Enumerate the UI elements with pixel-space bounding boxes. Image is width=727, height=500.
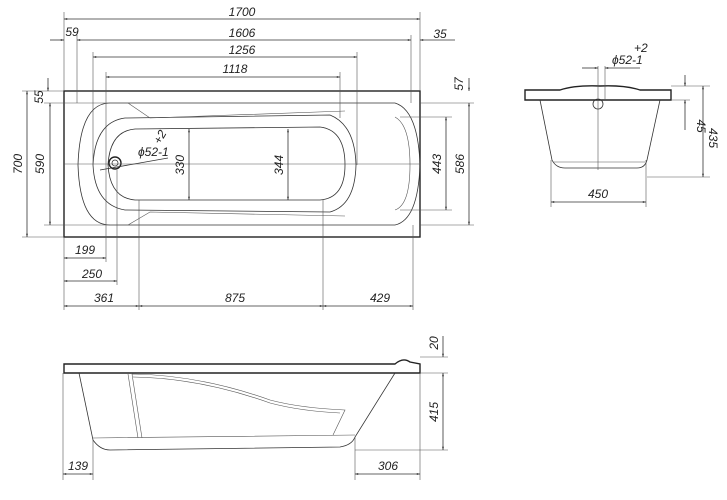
side-body [78,372,396,451]
end-flange [524,85,672,101]
dim-1256: 1256 [229,43,256,57]
side-armrest [92,373,356,439]
tub-floor [107,126,346,201]
dim-57: 57 [452,76,466,91]
end-bowl [539,99,661,169]
dim-35: 35 [433,27,447,41]
dim-361: 361 [94,291,114,305]
side-view: 20 415 139 306 [62,336,448,480]
headrest [394,116,411,211]
dim-443: 443 [430,154,444,174]
dim-435: 435 [706,128,720,148]
dim-1700: 1700 [229,5,256,19]
dim-55: 55 [32,90,46,104]
dim-250: 250 [81,267,102,281]
dim-344: 344 [272,155,286,175]
dim-429: 429 [370,291,390,305]
dim-59: 59 [65,25,79,39]
dim-drain-diameter: ϕ52-1 [138,145,169,159]
dim-700: 700 [11,154,25,174]
dim-139: 139 [68,459,88,473]
end-drain-diameter: ϕ52-1 [612,53,643,67]
tub-basin [92,114,357,213]
side-flange [63,359,421,374]
dim-45: 45 [694,119,708,133]
dim-450: 450 [588,187,608,201]
dim-1606: 1606 [229,26,256,40]
dim-875: 875 [225,291,245,305]
top-view: 1700 59 1606 35 1256 1118 700 590 55 443… [11,5,474,310]
armrest-lines [127,102,346,226]
end-view: ϕ52-1 +2 45 435 450 [524,41,720,207]
dim-415: 415 [427,402,441,422]
end-drain-tolerance: +2 [634,41,648,55]
dim-drain-tolerance: +2 [150,127,169,146]
dim-199: 199 [75,243,95,257]
drain-hole-icon [108,156,122,170]
dim-306: 306 [378,459,398,473]
dim-586: 586 [453,154,467,174]
dim-1118: 1118 [223,62,248,76]
dim-590: 590 [33,154,47,174]
dim-330: 330 [173,155,187,175]
dim-20: 20 [427,336,441,351]
